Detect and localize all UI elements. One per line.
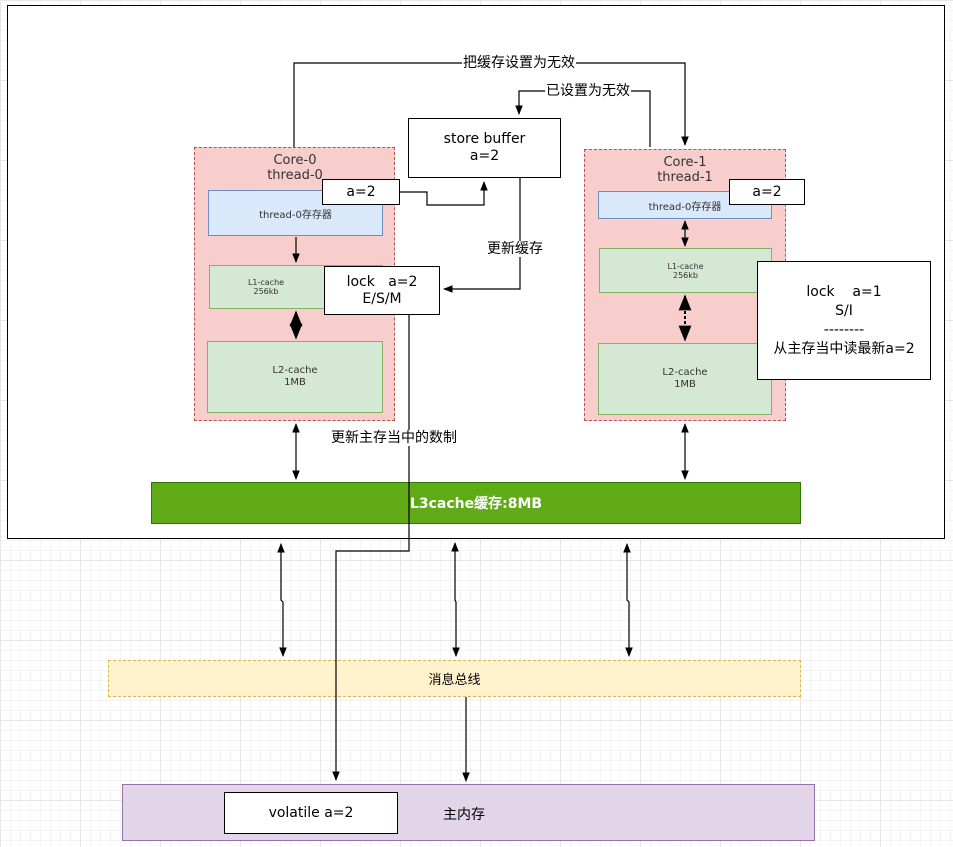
core-1-note-line1: lock a=1	[806, 283, 882, 300]
invalidated-arrow	[515, 90, 651, 147]
invalidate-arrow	[293, 62, 689, 147]
core-1-register-label: thread-0存存器	[648, 201, 722, 213]
main-memory: 主内存 volatile a=2	[122, 784, 815, 841]
core-1-title-line2: thread-1	[657, 170, 713, 185]
core-1-note-line3: --------	[823, 321, 865, 338]
update-memory-arrow	[332, 315, 410, 781]
core-0-title-line2: thread-0	[267, 168, 323, 183]
core-1-note-line4: 从主存当中读最新a=2	[773, 340, 915, 357]
bus-link-right	[623, 543, 633, 657]
store-buffer-value: a=2	[469, 148, 500, 164]
message-bus-label: 消息总线	[428, 673, 481, 688]
core-1-l2-cache: L2-cache 1MB	[598, 343, 772, 415]
update-cache-arrow	[443, 178, 521, 293]
bus-link-middle	[451, 542, 460, 657]
update-cache-label: 更新缓存	[486, 241, 544, 257]
core-1-title-line1: Core-1	[663, 155, 707, 170]
core-0-l2-line2: 1MB	[284, 377, 306, 388]
core-1-l2-line1: L2-cache	[662, 367, 708, 378]
core-0-title-line1: Core-0	[273, 153, 317, 168]
core-0-l1-state-line2: E/S/M	[362, 290, 402, 307]
core-1-register-value-text: a=2	[752, 183, 782, 200]
core-0-l1-line2: 256kb	[253, 287, 279, 296]
invalidate-label: 把缓存设置为无效	[462, 55, 576, 71]
l3-cache-label: L3cache缓存:8MB	[409, 496, 543, 512]
core-1-l1-cache: L1-cache 256kb	[599, 248, 772, 293]
core-1-l1-line1: L1-cache	[667, 261, 704, 271]
bus-link-left	[277, 543, 287, 657]
core-0-l2-cache: L2-cache 1MB	[207, 341, 383, 413]
volatile-value: volatile a=2	[268, 804, 354, 821]
core-0-register-value: a=2	[322, 179, 400, 205]
core-1-title: Core-1 thread-1	[625, 154, 745, 186]
core-0-l1-state-line1: lock a=2	[346, 273, 418, 290]
core-0-l1-state: lock a=2 E/S/M	[324, 266, 440, 315]
core-1-l1-line2: 256kb	[673, 270, 698, 280]
core-1-register-value: a=2	[729, 179, 805, 205]
store-buffer: store buffer a=2	[408, 118, 561, 178]
update-memory-label: 更新主存当中的数制	[330, 430, 458, 446]
store-buffer-title: store buffer	[443, 131, 526, 147]
register-to-store-buffer-arrow	[400, 181, 488, 206]
core-0-register-label: thread-0存存器	[259, 209, 332, 221]
core-1-note-line2: S/I	[835, 302, 853, 319]
core-1-note: lock a=1 S/I -------- 从主存当中读最新a=2	[757, 261, 931, 380]
core-0-title: Core-0 thread-0	[236, 152, 354, 184]
main-memory-label: 主内存	[443, 807, 485, 823]
core-0-l1-line1: L1-cache	[247, 278, 285, 287]
l3-cache: L3cache缓存:8MB	[151, 482, 801, 524]
volatile-value-box: volatile a=2	[224, 792, 398, 834]
core-1-l2-line2: 1MB	[674, 379, 696, 390]
core-0-l2-line1: L2-cache	[272, 365, 318, 376]
core-0-register-value-text: a=2	[346, 183, 376, 200]
invalidated-label: 已设置为无效	[545, 83, 631, 99]
message-bus: 消息总线	[108, 660, 801, 697]
core-0-register: thread-0存存器	[208, 190, 383, 236]
